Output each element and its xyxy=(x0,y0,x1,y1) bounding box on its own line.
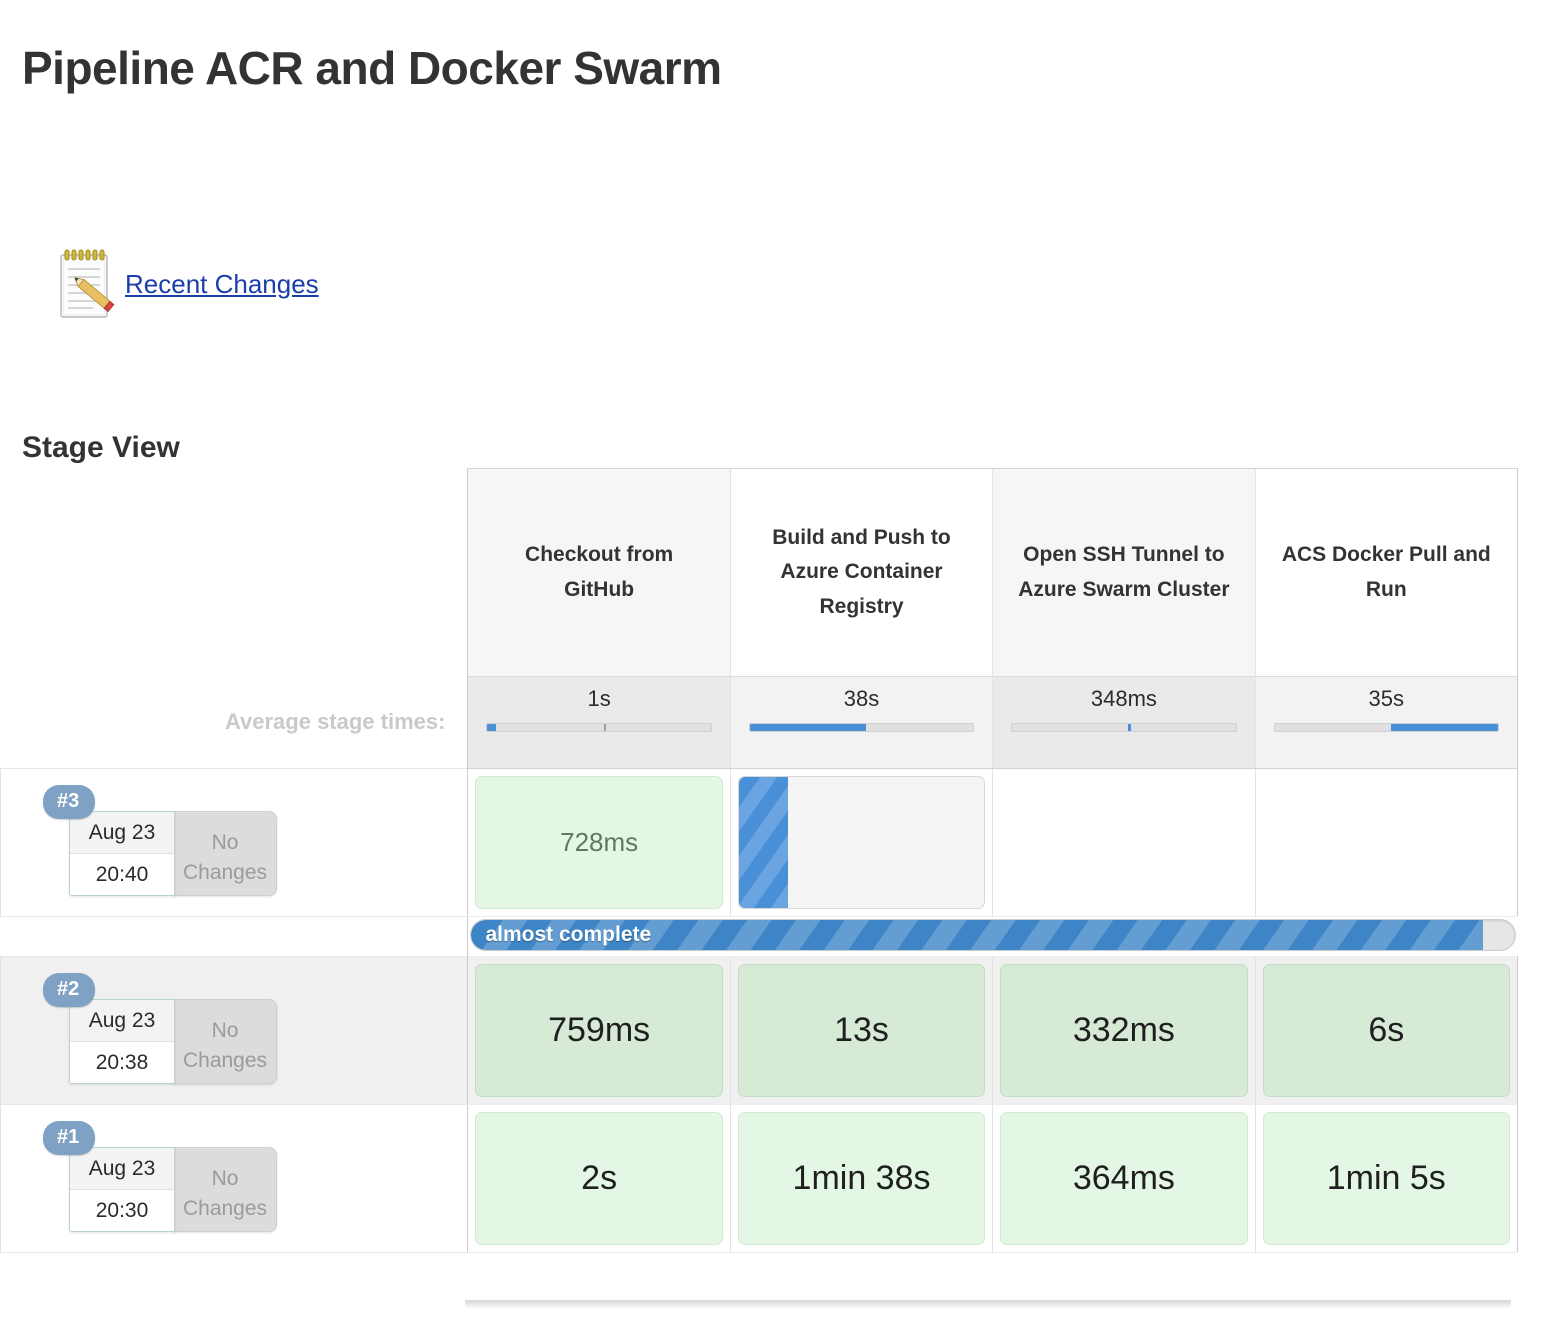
build-chip-body: Aug 23 20:40 No Changes xyxy=(69,810,277,896)
average-bar xyxy=(748,723,975,733)
stage-cell-2-build-push[interactable]: 13s xyxy=(729,956,993,1105)
table-bottom-shadow xyxy=(465,1300,1511,1309)
build-time: 20:30 xyxy=(70,1189,174,1231)
build-date: Aug 23 xyxy=(70,811,174,854)
average-cell-open-ssh-tunnel: 348ms xyxy=(992,676,1256,769)
stage-duration: 364ms xyxy=(1000,1112,1248,1245)
stage-empty xyxy=(1263,776,1510,909)
average-bar xyxy=(486,723,712,733)
stage-duration: 13s xyxy=(737,964,986,1097)
stage-cell-2-ssh-tunnel[interactable]: 332ms xyxy=(992,956,1256,1105)
stage-duration: 759ms xyxy=(475,964,723,1097)
stage-view-title: Stage View xyxy=(22,430,180,464)
stage-running-fill xyxy=(738,777,788,908)
average-bar xyxy=(1273,723,1499,733)
stage-header-checkout-from-github: Checkout from GitHub xyxy=(467,468,731,677)
progress-spacer xyxy=(0,916,468,957)
stage-cell-1-ssh-tunnel[interactable]: 364ms xyxy=(992,1104,1256,1253)
average-stage-times-row: Average stage times: 1s 38s xyxy=(0,676,1519,769)
average-cell-acs-docker-pull-and-run: 35s xyxy=(1254,676,1519,769)
recent-changes-link[interactable]: Recent Changes xyxy=(125,268,319,299)
stage-header-acs-docker-pull-and-run: ACS Docker Pull and Run xyxy=(1254,468,1519,677)
average-bar-fill xyxy=(1390,724,1498,732)
notepad-pencil-icon xyxy=(55,245,117,323)
build-info-2[interactable]: #2 Aug 23 20:38 No Changes xyxy=(0,956,468,1105)
build-info-3[interactable]: #3 Aug 23 20:40 No Changes xyxy=(0,768,468,917)
build-time: 20:40 xyxy=(70,853,174,895)
average-bar-tick xyxy=(1128,724,1132,732)
stage-cell-1-build-push[interactable]: 1min 38s xyxy=(729,1104,993,1253)
stage-duration: 1min 38s xyxy=(737,1112,986,1245)
stage-header-row: Checkout from GitHub Build and Push to A… xyxy=(0,468,1519,677)
stage-duration: 332ms xyxy=(1000,964,1248,1097)
page-title: Pipeline ACR and Docker Swarm xyxy=(22,41,722,94)
stage-cell-3-ssh-tunnel xyxy=(992,768,1256,917)
average-bar-fill xyxy=(487,724,497,732)
stage-duration: 728ms xyxy=(475,776,723,909)
build-datetime[interactable]: Aug 23 20:30 xyxy=(69,1146,175,1232)
build-number-badge[interactable]: #1 xyxy=(43,1120,96,1155)
average-cell-build-and-push-to-acr: 38s xyxy=(729,676,993,769)
build-row-2[interactable]: #2 Aug 23 20:38 No Changes 759ms xyxy=(0,956,1519,1105)
build-changes-label[interactable]: No Changes xyxy=(173,1146,277,1232)
average-time-value: 35s xyxy=(1368,686,1405,711)
stage-header-open-ssh-tunnel: Open SSH Tunnel to Azure Swarm Cluster xyxy=(992,468,1256,677)
stage-cell-3-docker-pull-run xyxy=(1254,768,1519,917)
stage-duration: 2s xyxy=(475,1112,723,1245)
build-changes-label[interactable]: No Changes xyxy=(173,998,277,1084)
build-row-1[interactable]: #1 Aug 23 20:30 No Changes 2s xyxy=(0,1104,1519,1253)
stage-view-table-wrapper: Checkout from GitHub Build and Push to A… xyxy=(0,468,1519,1253)
average-cell-checkout-from-github: 1s xyxy=(467,676,731,769)
average-time-value: 1s xyxy=(587,686,611,711)
stage-empty xyxy=(1000,776,1247,909)
build-date: Aug 23 xyxy=(70,999,174,1042)
build-progress-bar-cell: almost complete xyxy=(467,916,1518,957)
average-bar xyxy=(1011,723,1237,733)
stage-cell-3-build-push[interactable] xyxy=(729,768,993,917)
build-info-1[interactable]: #1 Aug 23 20:30 No Changes xyxy=(0,1104,468,1253)
average-bar-tick xyxy=(603,724,606,732)
build-row-3[interactable]: #3 Aug 23 20:40 No Changes 728ms xyxy=(0,768,1519,917)
average-time-value: 38s xyxy=(843,686,880,711)
build-time: 20:38 xyxy=(70,1041,174,1083)
build-progress-bar: almost complete xyxy=(470,919,1516,951)
build-number-badge[interactable]: #2 xyxy=(43,972,96,1007)
stage-header-build-and-push-to-acr: Build and Push to Azure Container Regist… xyxy=(729,468,993,677)
build-datetime[interactable]: Aug 23 20:38 xyxy=(69,998,175,1084)
average-bar-fill xyxy=(749,724,866,732)
stage-cell-2-checkout[interactable]: 759ms xyxy=(467,956,731,1105)
average-time-value: 348ms xyxy=(1090,686,1157,711)
stage-duration: 1min 5s xyxy=(1262,1112,1510,1245)
stage-cell-2-docker-pull-run[interactable]: 6s xyxy=(1254,956,1519,1105)
stage-cell-1-checkout[interactable]: 2s xyxy=(467,1104,731,1253)
build-date: Aug 23 xyxy=(70,1147,174,1190)
build-number-badge[interactable]: #3 xyxy=(43,784,96,819)
stage-cell-3-checkout[interactable]: 728ms xyxy=(467,768,731,917)
average-stage-times-label: Average stage times: xyxy=(0,676,468,769)
build-chip-body: Aug 23 20:30 No Changes xyxy=(69,1146,277,1232)
build-progress-fill: almost complete xyxy=(471,920,1484,950)
stage-view-table: Checkout from GitHub Build and Push to A… xyxy=(0,468,1519,1253)
build-changes-label[interactable]: No Changes xyxy=(173,810,277,896)
stage-duration: 6s xyxy=(1262,964,1510,1097)
stage-cell-1-docker-pull-run[interactable]: 1min 5s xyxy=(1254,1104,1519,1253)
build-progress-label: almost complete xyxy=(485,923,652,946)
stage-header-spacer xyxy=(0,468,468,677)
stage-running-box xyxy=(737,776,986,909)
build-chip-body: Aug 23 20:38 No Changes xyxy=(69,998,277,1084)
recent-changes-row[interactable]: Recent Changes xyxy=(55,245,319,323)
build-progress-row-3: almost complete xyxy=(0,916,1518,957)
build-datetime[interactable]: Aug 23 20:40 xyxy=(69,810,175,896)
